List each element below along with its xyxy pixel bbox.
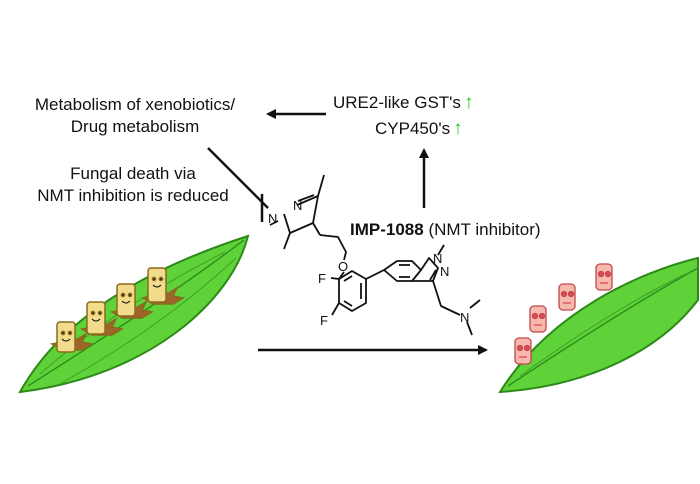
gst-up-arrow-icon: ↑ (463, 92, 474, 113)
compound-desc: (NMT inhibitor) (428, 220, 541, 239)
atom-o: O (338, 259, 348, 274)
metabolism-line-1: Metabolism of xenobiotics/ (34, 95, 236, 114)
cyp-up-arrow-icon: ↑ (453, 118, 463, 139)
dying-fungi (514, 263, 613, 365)
fungal-line-2: NMT inhibition is reduced (37, 186, 229, 205)
fungus-healthy-2 (79, 301, 125, 336)
healthy-fungi (49, 267, 186, 353)
atom-f2: F (320, 313, 328, 328)
metabolism-line-2: Drug metabolism (70, 117, 200, 136)
metabolism-label: Metabolism of xenobiotics/ Drug metaboli… (8, 94, 262, 138)
cyp-label: CYP450's↑ (375, 118, 463, 140)
atom-n3: N (433, 251, 442, 266)
gst-label: URE2-like GST's↑ (333, 92, 473, 114)
inhibition-bar (207, 147, 269, 222)
gst-text: URE2-like GST's (333, 93, 461, 112)
atom-n4: N (440, 264, 449, 279)
fungal-line-1: Fungal death via (70, 164, 196, 183)
cyp-text: CYP450's (375, 119, 451, 138)
compound-label: IMP-1088 (NMT inhibitor) (350, 219, 541, 241)
atom-f1: F (318, 271, 326, 286)
fungus-dying-3 (558, 283, 576, 311)
fungus-dying-1 (514, 337, 532, 365)
fungal-death-label: Fungal death via NMT inhibition is reduc… (6, 163, 260, 207)
atom-n5: N (460, 310, 469, 325)
atom-n2: N (268, 211, 277, 226)
fungus-healthy-1 (49, 321, 95, 353)
fungus-dying-4 (595, 263, 613, 291)
molecule-atoms: N N O F F N N N (268, 198, 469, 328)
atom-n1: N (293, 198, 302, 213)
compound-name: IMP-1088 (350, 220, 424, 239)
molecule-structure (269, 174, 481, 336)
leaf-right (498, 256, 699, 394)
fungus-healthy-4 (140, 267, 186, 305)
fungus-healthy-3 (109, 283, 155, 319)
fungus-dying-2 (529, 305, 547, 333)
